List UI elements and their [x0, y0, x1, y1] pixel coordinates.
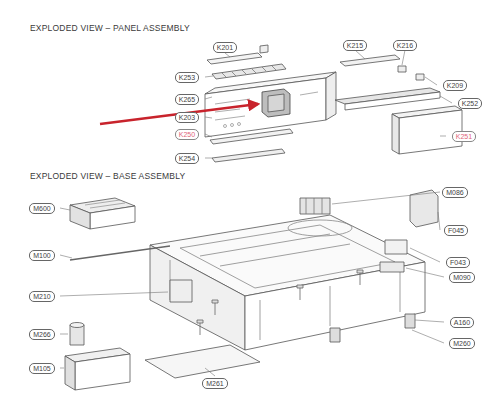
- callout-number: K216: [393, 40, 417, 51]
- screw-head: [212, 300, 218, 303]
- m086-parts: [300, 198, 330, 214]
- screw: [200, 323, 201, 335]
- target-part: [262, 89, 290, 117]
- callout-number: K265: [175, 94, 199, 105]
- k201-part: [207, 53, 262, 64]
- screw: [215, 303, 216, 315]
- callout-number: M261: [202, 378, 228, 389]
- section-heading: EXPLODED VIEW – BASE ASSEMBLY: [30, 171, 185, 181]
- callout-number: M260: [449, 338, 475, 349]
- callout-number: F045: [444, 225, 468, 236]
- screw: [360, 273, 361, 285]
- callout-number: K209: [443, 80, 467, 91]
- callout-number: A160: [450, 317, 474, 328]
- pointer-arrow: [100, 104, 258, 124]
- callout-number: M086: [442, 187, 468, 198]
- callout-number: K203: [175, 112, 199, 123]
- callout-number: M105: [29, 363, 55, 374]
- screw: [300, 288, 301, 300]
- section-heading: EXPLODED VIEW – PANEL ASSEMBLY: [30, 23, 190, 33]
- m266-part: [70, 325, 84, 345]
- callout-number: K252: [458, 98, 482, 109]
- k215-part: [340, 55, 400, 66]
- callout-number: K201: [213, 42, 237, 53]
- screw-head: [197, 320, 203, 323]
- callout-number: K254: [175, 153, 199, 164]
- screw-head: [357, 270, 363, 273]
- callout-number: F043: [446, 257, 470, 268]
- callout-number: M090: [449, 272, 475, 283]
- callout-number: M210: [29, 291, 55, 302]
- callout-number: K251: [452, 131, 476, 142]
- callout-number: M100: [29, 250, 55, 261]
- callout-number: M266: [29, 329, 55, 340]
- callout-number: K250: [175, 129, 199, 140]
- k253-part: [212, 64, 286, 79]
- screw-head: [297, 285, 303, 288]
- callout-number: M600: [29, 203, 55, 214]
- callout-number: K253: [175, 72, 199, 83]
- callout-number: K215: [343, 40, 367, 51]
